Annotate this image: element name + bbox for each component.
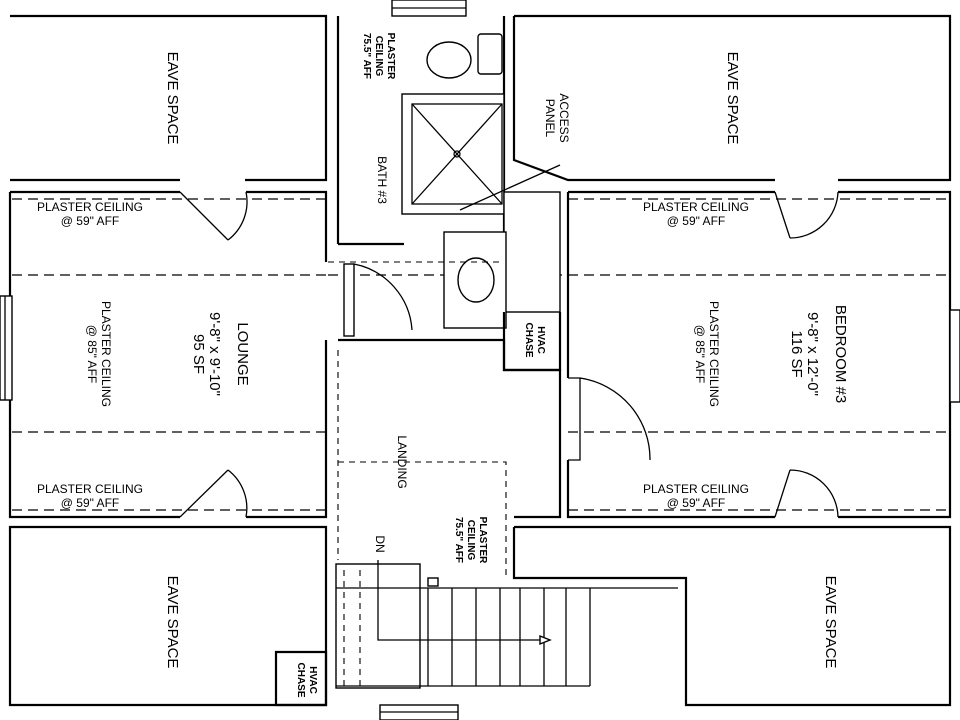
lounge-area: 95 SF	[190, 334, 207, 374]
landing-door-leaf	[343, 263, 355, 337]
landing-ceiling-1: PLASTER	[477, 517, 488, 564]
bedroom-top-note-2: @ 59" AFF	[667, 214, 725, 228]
vanity	[443, 231, 507, 329]
lounge-dims: 9'-8" x 9'-10"	[206, 312, 223, 396]
bedroom-window	[949, 309, 960, 403]
hvac-bottom-2: CHASE	[295, 662, 306, 697]
lounge-mid-note-2: @ 85" AFF	[85, 325, 99, 383]
lounge-title: LOUNGE	[234, 322, 251, 385]
landing-title: LANDING	[395, 435, 409, 488]
access-panel-2: PANEL	[543, 99, 557, 138]
bath-ceiling-2: CEILING	[373, 36, 384, 77]
eave-label-tr: EAVE SPACE	[724, 52, 741, 145]
lounge-window	[0, 295, 13, 401]
landing-area	[328, 261, 562, 580]
bedroom-area: 116 SF	[788, 330, 805, 377]
top-window	[391, 0, 467, 17]
eave-space-top-right	[512, 14, 952, 182]
lounge-top-note-2: @ 59" AFF	[61, 214, 119, 228]
bottom-window	[379, 704, 459, 720]
bedroom-top-note-1: PLASTER CEILING	[643, 200, 749, 214]
bedroom-mid-note-1: PLASTER CEILING	[707, 301, 721, 407]
eave-label-tl: EAVE SPACE	[164, 52, 181, 145]
lounge-top-door	[179, 191, 248, 241]
bedroom-dims: 9'-8" x 12'-0"	[804, 312, 821, 396]
lounge-bottom-door	[179, 469, 248, 518]
eave-label-br: EAVE SPACE	[822, 576, 839, 669]
bedroom-room	[328, 190, 952, 519]
eave-space-top-left	[10, 14, 328, 182]
access-panel	[459, 164, 561, 313]
lounge-bottom-note-2: @ 59" AFF	[61, 496, 119, 510]
lounge-top-note-1: PLASTER CEILING	[37, 200, 143, 214]
bath-ceiling-3: 75.5" AFF	[361, 33, 372, 79]
bedroom-mid-note-2: @ 85" AFF	[693, 325, 707, 383]
stair	[335, 560, 678, 689]
eave-label-bl: EAVE SPACE	[164, 576, 181, 669]
bedroom-bottom-note-1: PLASTER CEILING	[643, 482, 749, 496]
hvac-mid-1: HVAC	[535, 326, 546, 354]
landing-ceiling-2: CEILING	[465, 520, 476, 561]
bedroom-bottom-door	[774, 469, 839, 518]
landing-door-swing	[353, 263, 413, 331]
hvac-mid-2: CHASE	[523, 322, 534, 357]
bedroom-entry-door	[568, 377, 651, 461]
bedroom-title: BEDROOM #3	[832, 305, 849, 403]
access-panel-1: ACCESS	[557, 93, 571, 142]
landing-ceiling-3: 75.5" AFF	[453, 517, 464, 563]
toilet-bowl	[426, 41, 472, 79]
eave-space-bottom-right	[512, 525, 952, 707]
lounge-mid-note-1: PLASTER CEILING	[99, 301, 113, 407]
bedroom-top-door	[774, 191, 839, 239]
lounge-bottom-note-1: PLASTER CEILING	[37, 482, 143, 496]
bedroom-bottom-note-2: @ 59" AFF	[667, 496, 725, 510]
bath-title: BATH #3	[375, 156, 389, 204]
bath-ceiling-1: PLASTER	[385, 33, 396, 80]
shower-stall	[401, 93, 505, 215]
stair-dn-label: DN	[373, 535, 387, 552]
hvac-bottom-1: HVAC	[307, 666, 318, 694]
toilet-tank	[477, 33, 503, 75]
hvac-chase-bottom	[274, 650, 328, 707]
lounge-room	[8, 190, 328, 519]
bath-room	[336, 16, 506, 246]
